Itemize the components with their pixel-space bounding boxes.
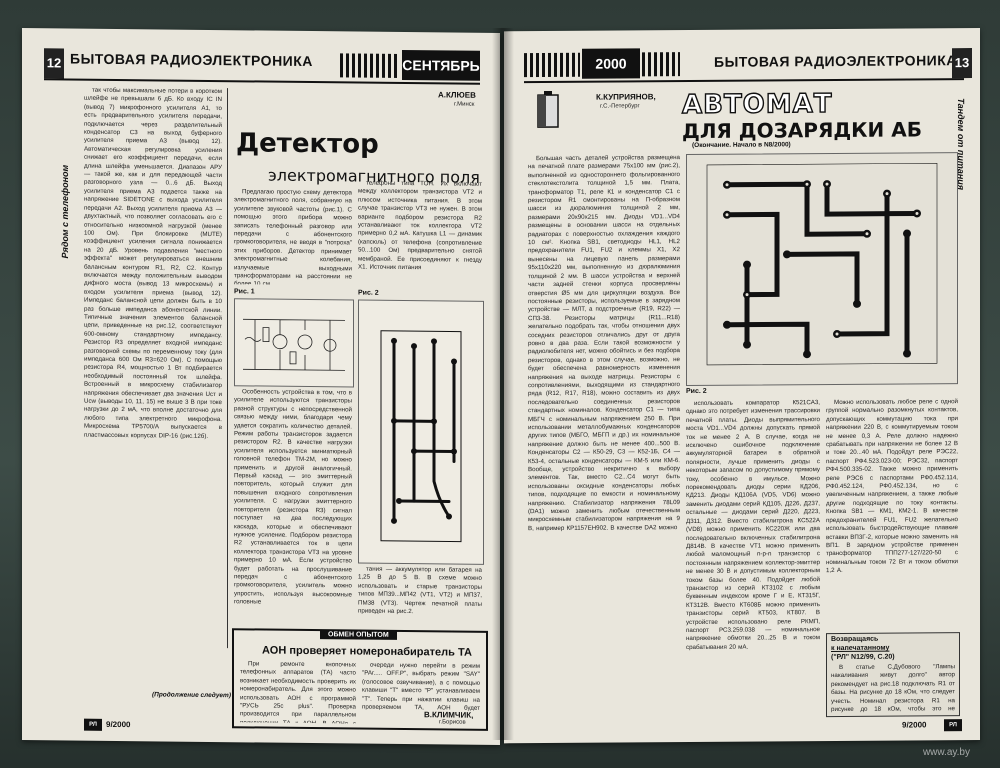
month-label: СЕНТЯБРЬ [402, 49, 480, 81]
schematic-drawing [243, 318, 345, 371]
column-3-text: телефоны типа ТОН. Их включают между кол… [358, 179, 482, 272]
vertical-label: Рядом с телефоном [60, 164, 70, 259]
figure-2-pcb [358, 299, 484, 565]
revisiting-box: Возвращаясь к напечатанному ("РЛ" N12/99… [826, 632, 960, 718]
article-city: г.Минск [454, 101, 475, 108]
exchange-text-2: очереди нужно перейти в режим "РАг..... … [362, 661, 480, 711]
section-title: БЫТОВАЯ РАДИОЭЛЕКТРОНИКА [70, 50, 313, 70]
article-subtitle: (Окончание. Начало в N8/2000) [692, 141, 791, 150]
column-1-text: Большая часть деталей устройства размеще… [528, 154, 680, 533]
column-2b-text: Особенность устройства в том, что в усил… [234, 388, 352, 606]
article-author: К.КУПРИЯНОВ, [596, 92, 656, 102]
right-page: 2000 БЫТОВАЯ РАДИОЭЛЕКТРОНИКА 13 Тандем … [504, 28, 980, 744]
section-title: БЫТОВАЯ РАДИОЭЛЕКТРОНИКА [714, 52, 957, 70]
year-label: 2000 [582, 48, 640, 79]
column-3: телефоны типа ТОН. Их включают между кол… [358, 180, 482, 289]
revisiting-heading: Возвращаясь [831, 635, 879, 644]
column-1: Большая часть деталей устройства размеще… [528, 154, 680, 715]
revisiting-text-block: В статье С.Дубового "Лампы накаливания ж… [831, 663, 955, 714]
column-3b-text: тания — аккумулятор или батарея на 1,25 … [358, 565, 482, 616]
exchange-author: В.КЛИМЧИК, [424, 710, 474, 720]
figure-1-caption: Рис. 1 [234, 288, 255, 296]
article-title: Детектор [236, 128, 379, 160]
revisiting-ref: ("РЛ" N12/99, С.20) [831, 653, 895, 662]
experience-exchange-box: ОБМЕН ОПЫТОМ АОН проверяет номеронабират… [232, 628, 488, 731]
figure-2-pcb [686, 152, 958, 387]
book-gutter [492, 28, 514, 740]
left-page: 12 БЫТОВАЯ РАДИОЭЛЕКТРОНИКА СЕНТЯБРЬ Ряд… [22, 28, 500, 746]
figure-2-caption: Рис. 2 [686, 387, 707, 396]
pcb-layout [706, 162, 938, 366]
exchange-col-2: очереди нужно перейти в режим "РАг..... … [362, 662, 480, 711]
page-number: 12 [44, 48, 64, 79]
article-title: АВТОМАТ [681, 88, 833, 121]
figure-2-caption: Рис. 2 [358, 289, 379, 297]
column-3-text: Можно использовать любое реле с одной гр… [826, 398, 958, 575]
article-author: А.КЛЮЕВ [438, 90, 476, 100]
revisiting-subheading: к напечатанному [831, 644, 890, 653]
column-divider [227, 88, 228, 649]
column-3: Можно использовать любое реле с одной гр… [826, 398, 958, 629]
exchange-col-1: При ремонте кнопочных телефонных аппарат… [240, 660, 356, 723]
column-1-text: так чтобы максимальные потери в коротком… [84, 86, 222, 440]
column-3b: тания — аккумулятор или батарея на 1,25 … [358, 566, 482, 627]
footer-logo: РЛ [84, 718, 102, 731]
header-stripes-2 [642, 52, 680, 77]
watermark: www.ay.by [922, 747, 970, 758]
footer-logo: РЛ [944, 719, 962, 732]
battery-icon [537, 90, 559, 128]
column-2: использовать компаратор К521СА3, однако … [686, 399, 820, 714]
column-2-text: использовать компаратор К521СА3, однако … [686, 399, 820, 651]
article-city: г.С.-Петербург [600, 103, 640, 110]
page-number: 13 [952, 48, 972, 79]
column-1: так чтобы максимальные потери в коротком… [84, 87, 222, 688]
pcb-drawing [380, 330, 462, 543]
column-2-text: Предлагаю простую схему детектора электр… [234, 188, 352, 286]
continued-note: (Продолжение следует) [152, 691, 231, 700]
article-title-line-2: ДЛЯ ДОЗАРЯДКИ АБ [682, 117, 922, 144]
column-2: Предлагаю простую схему детектора электр… [234, 188, 352, 285]
footer-issue: 9/2000 [902, 720, 927, 730]
exchange-text-1: При ремонте кнопочных телефонных аппарат… [240, 660, 356, 724]
figure-1-schematic [234, 298, 354, 388]
column-2b: Особенность устройства в том, что в усил… [234, 388, 352, 629]
exchange-city: г.Борисов [439, 719, 466, 726]
magazine-spread: 12 БЫТОВАЯ РАДИОЭЛЕКТРОНИКА СЕНТЯБРЬ Ряд… [22, 28, 980, 746]
header-stripes [340, 53, 400, 78]
header-rule [524, 78, 964, 84]
exchange-title: АОН проверяет номеронабиратель ТА [262, 644, 472, 659]
footer-issue: 9/2000 [106, 719, 131, 730]
header-stripes [524, 52, 580, 78]
exchange-tag: ОБМЕН ОПЫТОМ [320, 630, 397, 640]
revisiting-text: В статье С.Дубового "Лампы накаливания ж… [831, 663, 955, 714]
